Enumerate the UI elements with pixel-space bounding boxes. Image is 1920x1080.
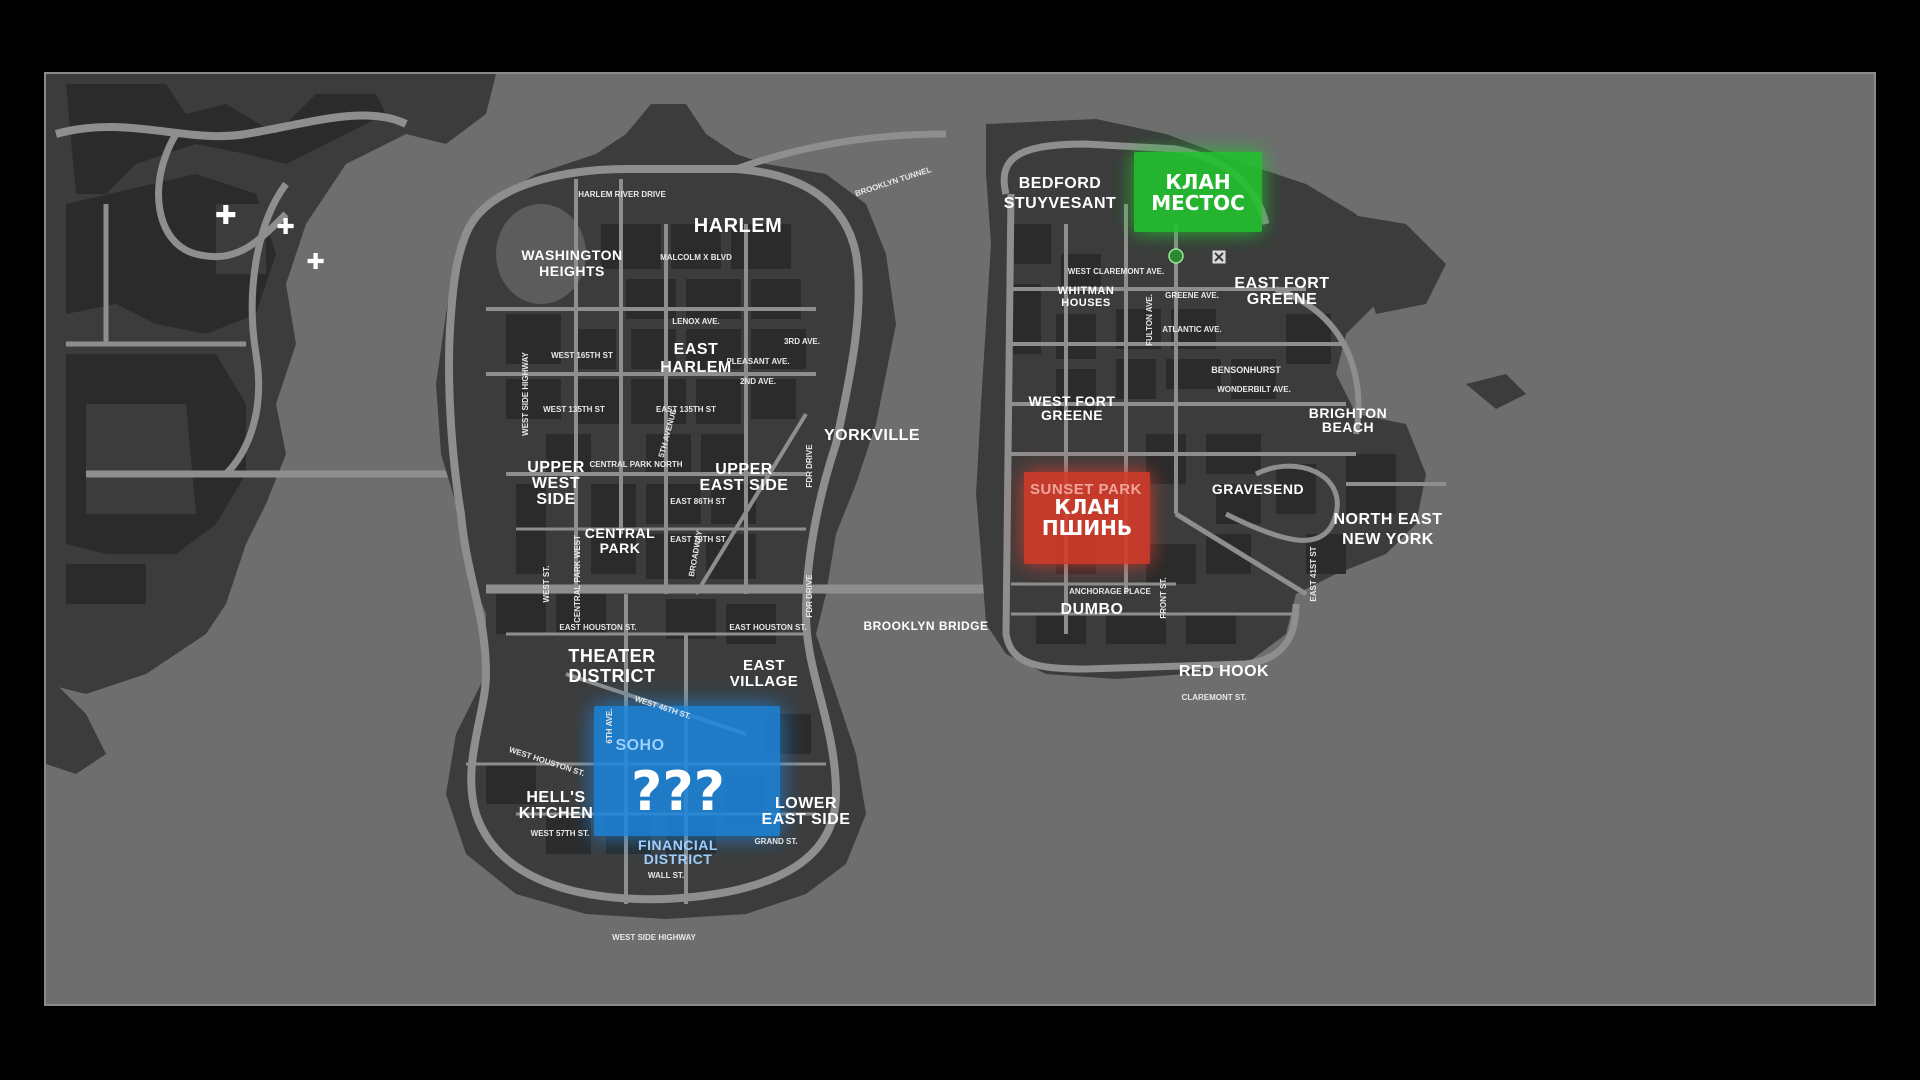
street-east-houston-2: EAST HOUSTON ST. <box>729 623 806 632</box>
district-whitman: WHITMAN <box>1058 285 1115 297</box>
street-fdr-drive-south: FDR DRIVE <box>805 574 814 618</box>
district-central-park: CENTRAL <box>585 525 655 541</box>
district-whitman-2: HOUSES <box>1061 297 1110 309</box>
green-clan-line2: МЕСТОС <box>1151 191 1245 215</box>
street-front-st: FRONT ST. <box>1159 577 1168 618</box>
street-sixth-ave: 6TH AVE. <box>605 708 614 743</box>
district-east-fort-greene: EAST FORT <box>1234 275 1329 292</box>
street-west-side-highway: WEST SIDE HIGHWAY <box>521 351 530 435</box>
street-fdr-drive: FDR DRIVE <box>805 444 814 488</box>
district-north-east-ny-2: NEW YORK <box>1342 531 1434 548</box>
district-north-east-ny: NORTH EAST <box>1334 511 1443 528</box>
red-clan-line1: КЛАН <box>1054 495 1119 519</box>
street-third-ave: 3RD AVE. <box>784 337 820 346</box>
street-west-st: WEST ST. <box>542 566 551 603</box>
district-dumbo: DUMBO <box>1061 601 1124 618</box>
map-frame: ✚ ✚ ✚ <box>44 72 1876 1006</box>
district-lower-east-side-2: EAST SIDE <box>762 811 851 828</box>
street-west-135: WEST 135TH ST <box>543 405 605 414</box>
street-east-135: EAST 135TH ST <box>656 405 716 414</box>
district-soho: SOHO <box>615 737 664 754</box>
district-hells-kitchen: HELL'S <box>526 789 585 806</box>
location-marker-icon <box>1168 248 1184 264</box>
street-west-165: WEST 165TH ST <box>551 351 613 360</box>
district-east-fort-greene-2: GREENE <box>1247 291 1318 308</box>
street-east-houston: EAST HOUSTON ST. <box>559 623 636 632</box>
plus-icon: ✚ <box>215 200 237 230</box>
district-west-fort-greene-2: GREENE <box>1041 407 1103 423</box>
red-clan-line2: ПШИНЬ <box>1042 516 1132 540</box>
district-west-fort-greene: WEST FORT <box>1029 393 1116 409</box>
street-brooklyn-bridge: BROOKLYN BRIDGE <box>863 619 988 633</box>
plus-icon: ✚ <box>307 249 326 274</box>
street-second-ave: 2ND AVE. <box>740 377 776 386</box>
map-markers <box>1168 248 1227 265</box>
district-east-harlem: EAST <box>674 341 719 358</box>
district-theater-2: DISTRICT <box>569 666 656 686</box>
district-financial: FINANCIAL <box>638 837 718 853</box>
district-sunset-park: SUNSET PARK <box>1030 481 1142 498</box>
street-east-86: EAST 86TH ST <box>670 497 726 506</box>
street-malcolm-x: MALCOLM X BLVD <box>660 253 732 262</box>
territory-red[interactable]: КЛАН ПШИНЬ <box>1024 472 1150 564</box>
district-brighton-beach: BRIGHTON <box>1309 405 1387 421</box>
street-atlantic-ave: ATLANTIC AVE. <box>1162 325 1221 334</box>
district-upper-east-side-2: EAST SIDE <box>700 477 789 494</box>
territory-green[interactable]: КЛАН МЕСТОС <box>1134 152 1262 232</box>
district-red-hook: RED HOOK <box>1179 663 1269 680</box>
district-theater: THEATER <box>568 646 655 666</box>
district-east-harlem-2: HARLEM <box>660 359 731 376</box>
district-washington-heights: WASHINGTON <box>521 247 622 263</box>
district-bensonhurst: BENSONHURST <box>1211 365 1281 375</box>
district-financial-2: DISTRICT <box>644 851 713 867</box>
street-harlem-river-drive: HARLEM RIVER DRIVE <box>578 190 666 199</box>
street-pleasant-ave: PLEASANT AVE. <box>726 357 789 366</box>
street-anchorage: ANCHORAGE PLACE <box>1069 587 1151 596</box>
district-upper-west-side: UPPER <box>527 459 585 476</box>
district-bedford-2: STUYVESANT <box>1004 195 1117 212</box>
street-west-claremont: WEST CLAREMONT AVE. <box>1068 267 1164 276</box>
street-lenox: LENOX AVE. <box>672 317 720 326</box>
mystery-label: ??? <box>631 760 725 823</box>
district-upper-west-side-3: SIDE <box>536 491 575 508</box>
district-east-village: EAST <box>743 657 785 674</box>
district-hells-kitchen-2: KITCHEN <box>519 805 594 822</box>
street-central-park-west: CENTRAL PARK WEST <box>573 535 582 623</box>
plus-icon: ✚ <box>277 214 296 239</box>
street-west-side-highway-south: WEST SIDE HIGHWAY <box>612 933 696 942</box>
district-central-park-2: PARK <box>600 540 641 556</box>
street-east-79: EAST 79TH ST <box>670 535 726 544</box>
district-upper-west-side-2: WEST <box>532 475 580 492</box>
close-marker-icon <box>1214 252 1224 262</box>
district-east-village-2: VILLAGE <box>730 673 799 690</box>
district-harlem: HARLEM <box>694 215 783 237</box>
district-washington-heights-2: HEIGHTS <box>539 263 605 279</box>
district-labels: HARLEM WASHINGTON HEIGHTS EAST HARLEM YO… <box>519 175 1443 867</box>
district-gravesend: GRAVESEND <box>1212 481 1304 497</box>
street-grand-st: GRAND ST. <box>754 837 797 846</box>
district-yorkville: YORKVILLE <box>824 427 920 444</box>
green-clan-line1: КЛАН <box>1165 170 1230 194</box>
street-wonderbilt: WONDERBILT AVE. <box>1217 385 1291 394</box>
street-greene-ave: GREENE AVE. <box>1165 291 1219 300</box>
city-map[interactable]: ✚ ✚ ✚ <box>46 74 1874 1004</box>
west-landmass: ✚ ✚ ✚ <box>46 74 496 774</box>
street-wall-st: WALL ST. <box>648 871 684 880</box>
street-west-57: WEST 57TH ST. <box>531 829 590 838</box>
central-island <box>436 104 1026 919</box>
district-brighton-beach-2: BEACH <box>1322 419 1374 435</box>
district-lower-east-side: LOWER <box>775 795 837 812</box>
street-claremont-st: CLAREMONT ST. <box>1182 693 1247 702</box>
district-upper-east-side: UPPER <box>715 461 773 478</box>
street-central-park-north: CENTRAL PARK NORTH <box>589 460 682 469</box>
territory-blue[interactable]: ??? <box>594 706 780 836</box>
street-fulton-ave: FULTON AVE. <box>1145 294 1154 346</box>
street-brooklyn-tunnel: BROOKLYN TUNNEL <box>854 165 933 198</box>
district-bedford: BEDFORD <box>1019 175 1102 192</box>
street-east-41: EAST 41ST ST <box>1309 546 1318 601</box>
